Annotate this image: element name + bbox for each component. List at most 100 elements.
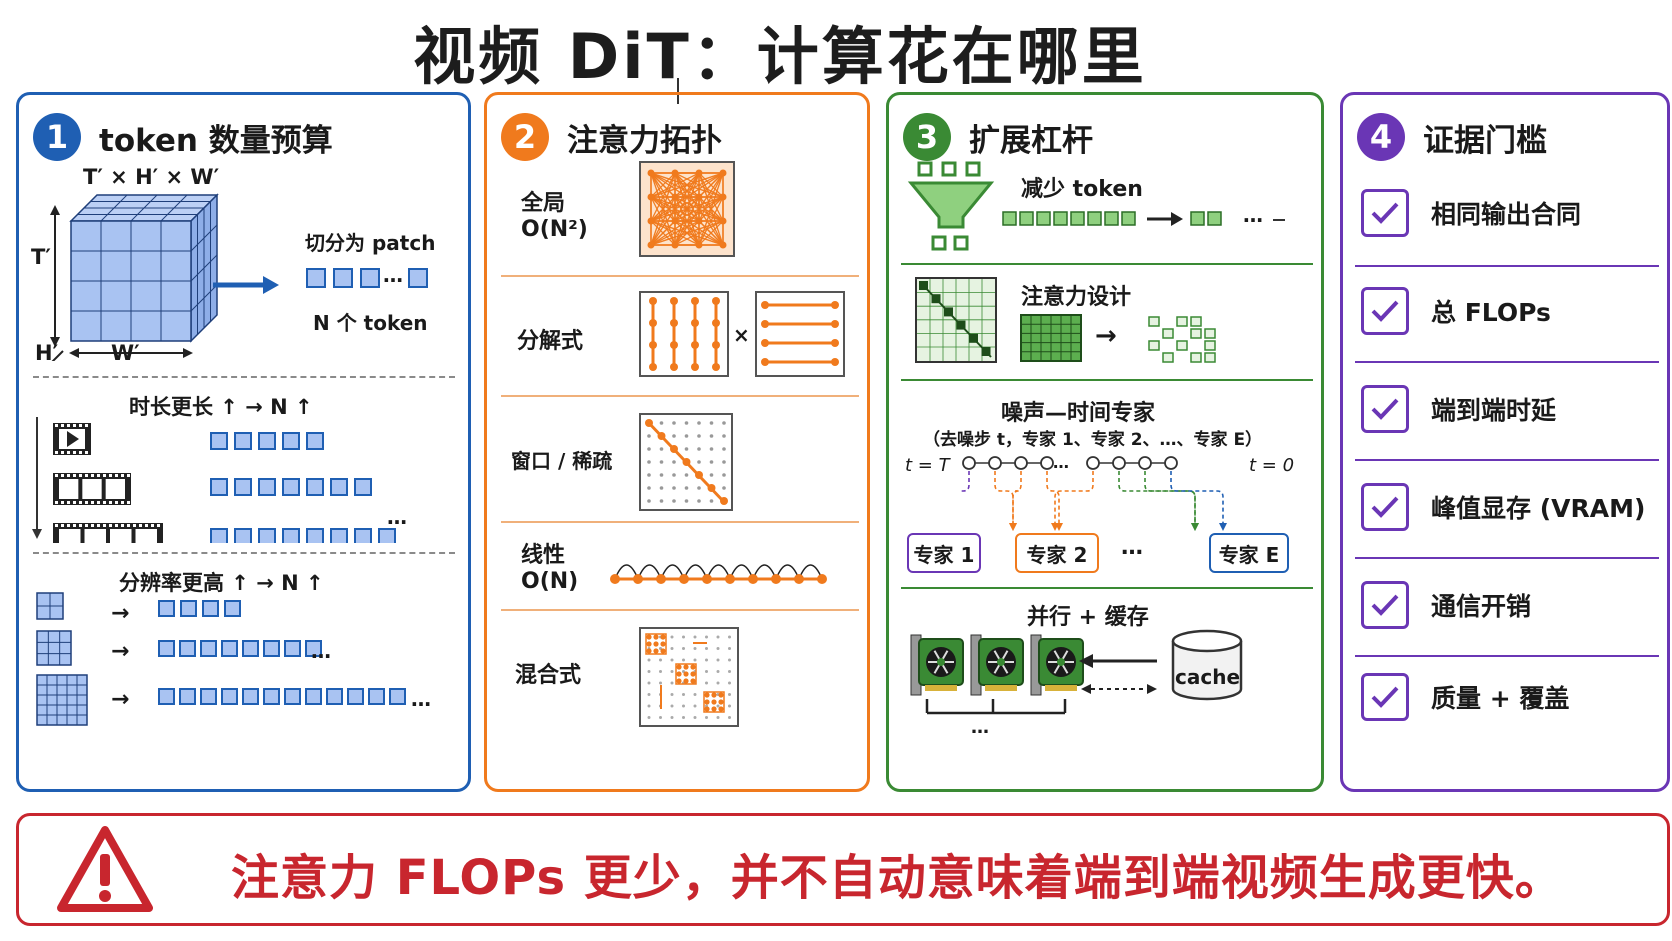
factorized-label: 分解式	[517, 329, 584, 354]
cache-transfer-arrows	[1079, 654, 1157, 694]
checklist-item: 通信开销	[1361, 581, 1531, 629]
divider	[501, 275, 859, 277]
hybrid-label: 混合式	[515, 663, 582, 688]
patch-label: 切分为 patch	[305, 231, 436, 255]
timestep-end-label: t = 0	[1249, 455, 1295, 476]
check-icon	[1361, 385, 1409, 433]
reduce-token-label: 减少 token	[1021, 177, 1143, 202]
attn-design-arrow: →	[1095, 321, 1117, 351]
linear-complexity: O(N)	[521, 569, 579, 594]
checklist-item: 相同输出合同	[1361, 189, 1581, 237]
checklist-item: 总 FLOPs	[1361, 287, 1551, 335]
title-connector	[677, 78, 679, 104]
warning-text: 注意力 FLOPs 更少，并不自动意味着端到端视频生成更快。	[231, 850, 1564, 906]
warning-icon	[57, 826, 153, 912]
page-title: 视频 DiT：计算花在哪里	[413, 20, 1147, 93]
badge-1: 1	[33, 113, 81, 161]
cache-label: cache	[1175, 665, 1241, 689]
divider	[901, 379, 1313, 381]
divider	[901, 263, 1313, 265]
global-attention-grid	[639, 161, 735, 257]
panel-scaling-levers: 3 扩展杠杆 减少 token … 注意力设计 → 噪声—时间专家 （去噪步 t…	[886, 92, 1324, 792]
gpu-ellipsis: …	[971, 717, 989, 738]
divider	[501, 395, 859, 397]
expert-e-box: 专家 E	[1209, 533, 1289, 573]
divider	[501, 609, 859, 611]
token-row	[306, 268, 428, 288]
resolution-illustration	[36, 592, 406, 726]
divider	[33, 552, 455, 554]
linear-attention-chain	[610, 564, 827, 584]
window-label: 窗口 / 稀疏	[511, 449, 613, 473]
check-icon	[1361, 189, 1409, 237]
badge-3: 3	[903, 113, 951, 161]
panel-2-title: 注意力拓扑	[567, 122, 722, 159]
global-label: 全局	[521, 191, 566, 216]
res-ellipsis-2: …	[411, 687, 431, 711]
checklist-item: 峰值显存 (VRAM)	[1361, 483, 1645, 531]
resolution-label: 分辨率更高 ↑ → N ↑	[119, 571, 324, 595]
badge-2: 2	[501, 113, 549, 161]
res-ellipsis-1: …	[311, 639, 331, 663]
expert-2-box: 专家 2	[1015, 533, 1099, 573]
divider	[1355, 655, 1659, 657]
warning-banner: 注意力 FLOPs 更少，并不自动意味着端到端视频生成更快。	[16, 813, 1670, 926]
checklist-label: 相同输出合同	[1431, 200, 1582, 229]
video-cube-icon	[50, 193, 219, 361]
panel-1-header: 1 token 数量预算	[33, 113, 333, 161]
checklist-label: 质量 + 覆盖	[1431, 684, 1570, 713]
panel-attention-topology: 2 注意力拓扑 全局 O(N²) 分解式 × 窗口 / 稀疏 线性 O(N) 混…	[484, 92, 870, 792]
parallel-cache-label: 并行 + 缓存	[1027, 605, 1149, 630]
check-icon	[1361, 581, 1409, 629]
checklist-item: 质量 + 覆盖	[1361, 673, 1569, 721]
panel-evidence-threshold: 4 证据门槛 相同输出合同 总 FLOPs 端到端时延 峰值显存 (VRAM) …	[1340, 92, 1670, 792]
axis-t-label: T′	[31, 245, 51, 269]
timestep-start-label: t = T	[905, 455, 950, 476]
noise-expert-title: 噪声—时间专家	[1001, 401, 1156, 426]
expert-ellipsis: …	[1121, 535, 1143, 560]
spatial-attention-grid	[755, 291, 845, 377]
divider	[1355, 459, 1659, 461]
attention-design-label: 注意力设计	[1021, 285, 1132, 310]
duration-ellipsis: …	[387, 505, 407, 529]
cache-database-icon	[1171, 629, 1243, 701]
chain-ellipsis: …	[1053, 453, 1069, 472]
checklist-item: 端到端时延	[1361, 385, 1556, 433]
checklist-label: 峰值显存 (VRAM)	[1431, 494, 1646, 523]
divider	[1355, 361, 1659, 363]
divider	[1355, 265, 1659, 267]
res-arrow-2: →	[111, 639, 130, 664]
cube-dims-label: T′ × H′ × W′	[83, 165, 220, 189]
panel-3-title: 扩展杠杆	[969, 122, 1093, 159]
res-arrow-3: →	[111, 687, 130, 712]
panel-4-title: 证据门槛	[1423, 122, 1547, 159]
token-ellipsis: …	[383, 263, 403, 287]
global-complexity: O(N²)	[521, 217, 588, 242]
divider	[33, 376, 455, 378]
panel-2-header: 2 注意力拓扑	[501, 113, 722, 161]
noise-expert-subtitle: （去噪步 t，专家 1、专家 2、…、专家 E）	[923, 430, 1263, 450]
gpu-cluster-icon	[910, 634, 1084, 715]
funnel-icon	[907, 161, 995, 251]
token-trail-dash	[1273, 219, 1285, 221]
badge-4: 4	[1357, 113, 1405, 161]
reduce-ellipsis: …	[1243, 203, 1263, 227]
n-token-label: N 个 token	[313, 311, 428, 335]
panel-3-header: 3 扩展杠杆	[903, 113, 1093, 161]
linear-label: 线性	[521, 543, 566, 568]
axis-h-label: H′	[35, 341, 59, 365]
window-sparse-grid	[639, 413, 733, 511]
factorized-times: ×	[733, 323, 750, 347]
duration-illustration	[32, 417, 396, 543]
divider	[1355, 557, 1659, 559]
check-icon	[1361, 483, 1409, 531]
checklist-label: 通信开销	[1431, 592, 1532, 621]
divider	[901, 587, 1313, 589]
checklist-label: 总 FLOPs	[1431, 298, 1551, 327]
panel-4-header: 4 证据门槛	[1357, 113, 1547, 161]
check-icon	[1361, 673, 1409, 721]
panel-token-budget: 1 token 数量预算 T′ × H′ × W′ T′ H′ W′ 切分为 p…	[16, 92, 471, 792]
duration-label: 时长更长 ↑ → N ↑	[129, 395, 313, 419]
hybrid-attention-grid	[639, 627, 739, 727]
timestep-chain	[959, 456, 1227, 531]
